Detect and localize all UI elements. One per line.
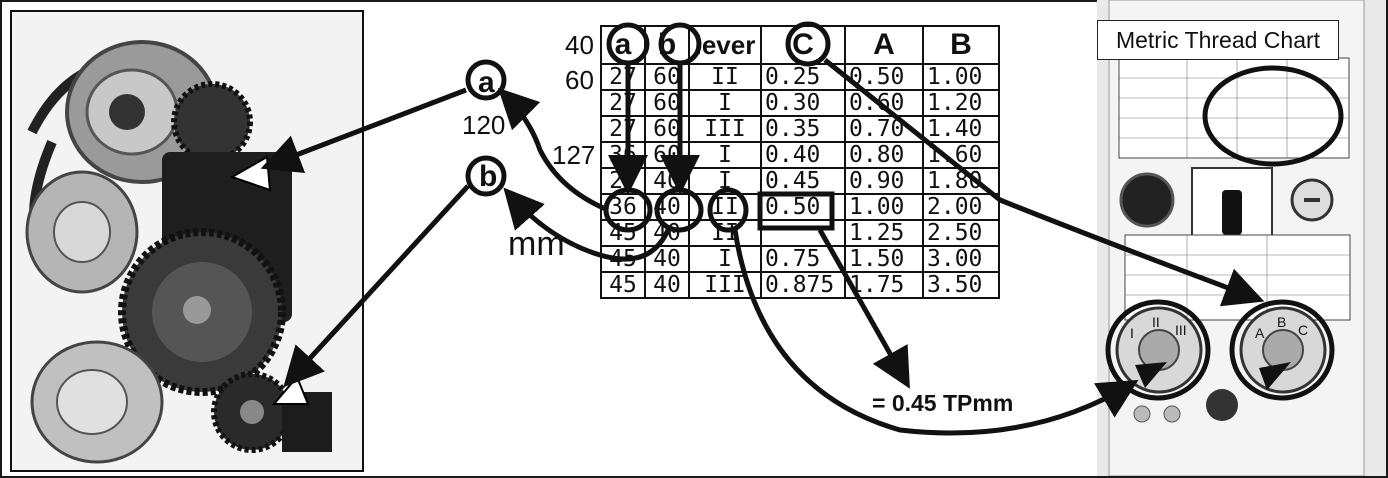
circle-b-header xyxy=(661,25,699,63)
arrow-a-to-gear xyxy=(270,90,466,165)
circle-b-row xyxy=(657,190,701,230)
circle-c-header xyxy=(788,24,828,64)
circle-b-diagram xyxy=(468,158,504,194)
arrow-b-to-gear xyxy=(290,186,468,380)
circle-a-row xyxy=(606,190,650,230)
panel-chart-oval xyxy=(1205,68,1341,164)
circle-a-header xyxy=(609,25,647,63)
lever-dial-circle xyxy=(1108,302,1208,398)
circle-lever-row xyxy=(710,190,746,230)
range-dial-circle xyxy=(1232,302,1332,398)
highlight-c-value xyxy=(760,194,832,228)
circle-a-diagram xyxy=(468,62,504,98)
